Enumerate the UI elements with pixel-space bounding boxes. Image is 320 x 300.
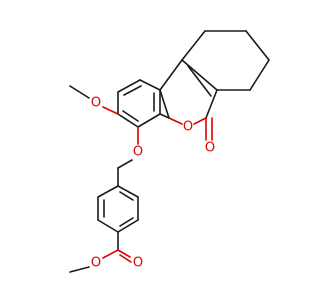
bond <box>193 117 207 125</box>
bond <box>181 59 218 91</box>
left-aromatic-ring <box>117 79 170 128</box>
bond <box>122 110 139 122</box>
bond <box>69 266 90 273</box>
bond <box>97 185 119 198</box>
bond <box>137 113 161 128</box>
oxygen-atom-lactone-carbonyl: O <box>205 141 215 156</box>
atom-labels: O O O O O O <box>91 96 215 271</box>
pyranone-ring <box>159 59 218 141</box>
bond <box>117 249 131 258</box>
bond <box>119 254 132 263</box>
oxygen-atom-methoxy: O <box>91 96 101 111</box>
oxygen-atom-ester-methoxy: O <box>91 256 101 271</box>
bond <box>117 79 141 93</box>
bond <box>102 106 119 115</box>
oxygen-atom-ring: O <box>183 120 193 135</box>
bond <box>249 59 270 91</box>
bond <box>119 191 134 201</box>
chemical-structure-diagram: O O O O O O <box>69 30 270 273</box>
bond <box>97 219 119 233</box>
benzoate-ring <box>97 185 139 233</box>
bond <box>139 79 161 91</box>
molecule-canvas: O O O O O O <box>69 30 270 273</box>
benzyl-ether-linker <box>117 126 139 187</box>
methyl-ester-group <box>69 231 132 273</box>
cyclohexene-ring <box>181 30 270 91</box>
bond <box>187 65 212 97</box>
bond <box>119 217 134 227</box>
bond <box>69 85 90 99</box>
bond <box>181 30 206 61</box>
bond <box>159 59 183 91</box>
bond <box>159 89 170 119</box>
oxygen-atom-ester-carbonyl: O <box>133 256 143 271</box>
bond <box>102 249 119 259</box>
bond <box>123 85 142 96</box>
bond <box>168 117 183 125</box>
methoxy-group <box>69 85 119 115</box>
bond <box>117 219 139 233</box>
bond <box>159 113 170 119</box>
bond <box>205 89 218 119</box>
bond <box>117 113 139 128</box>
bond <box>117 159 133 169</box>
oxygen-atom-ether: O <box>133 145 143 160</box>
bond <box>117 185 139 198</box>
bond <box>245 30 270 61</box>
